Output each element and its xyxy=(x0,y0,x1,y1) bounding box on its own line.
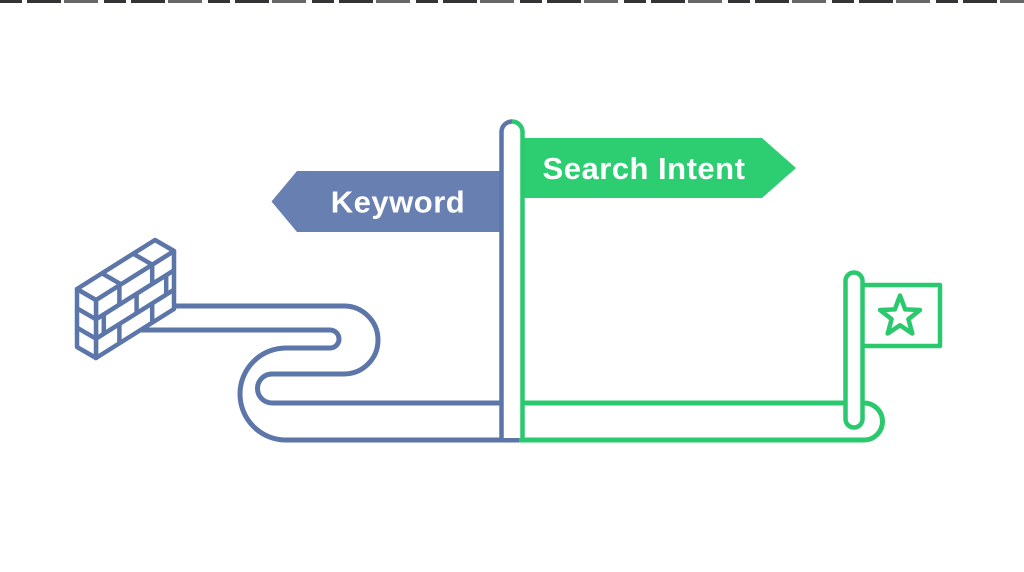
flag-pole xyxy=(843,270,865,430)
keyword-road-edge-bottom xyxy=(140,327,519,443)
frame-edge-artifact xyxy=(0,0,1024,3)
goal-flag-icon xyxy=(843,270,943,430)
signpost: Keyword Search Intent xyxy=(271,119,796,442)
keyword-road-edge-top xyxy=(145,303,502,406)
signpost-pole-right-edge xyxy=(511,119,525,442)
wall-brick-joints xyxy=(100,251,169,344)
wall-top-face xyxy=(74,237,177,303)
search-intent-sign xyxy=(522,138,796,198)
brick-wall-icon xyxy=(74,237,177,361)
star-icon xyxy=(877,293,923,336)
signpost-pole-left-edge xyxy=(499,119,513,442)
keyword-sign xyxy=(271,171,502,232)
signpost-pole xyxy=(501,121,523,439)
search-intent-road xyxy=(519,400,885,443)
keyword-sign-label: Keyword xyxy=(331,185,465,220)
search-intent-sign-label: Search Intent xyxy=(543,151,746,186)
keyword-road xyxy=(140,303,519,443)
